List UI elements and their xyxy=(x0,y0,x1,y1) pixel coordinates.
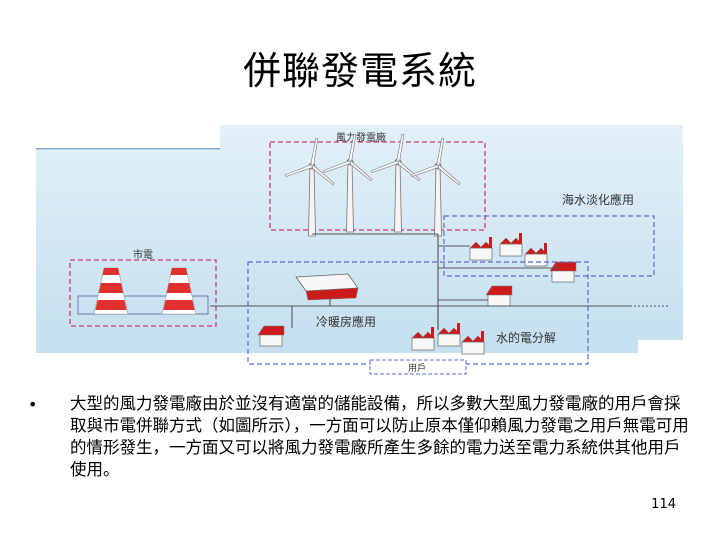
wind-farm-label: 風力發電廠 xyxy=(336,131,386,144)
diagram-background xyxy=(36,125,688,375)
connection-lines xyxy=(210,233,670,330)
house-icon xyxy=(485,285,513,307)
heating-cooling-label: 冷暖房應用 xyxy=(316,314,376,329)
users-area: 用戶 冷暖房應用 水的電分解 xyxy=(247,261,589,375)
grid-power: 市電 xyxy=(69,248,217,327)
house-icon xyxy=(549,261,577,283)
bullet-symbol: • xyxy=(28,395,38,414)
desalination-label: 海水淡化應用 xyxy=(562,192,634,207)
slide-title: 併聯發電系統 xyxy=(242,49,477,93)
users-label: 用戶 xyxy=(408,362,426,374)
desalination-area: 海水淡化應用 xyxy=(443,192,655,283)
wind-farm: 風力發電廠 xyxy=(269,131,486,237)
page-number: 114 xyxy=(651,497,676,512)
electrolysis-label: 水的電分解 xyxy=(496,330,556,345)
house-icon xyxy=(257,325,285,347)
bullet-text: 大型的風力發電廠由於並沒有適當的儲能設備，所以多數大型風力發電廠的用戶會採取與市… xyxy=(70,394,689,479)
grid-label: 市電 xyxy=(133,248,153,261)
